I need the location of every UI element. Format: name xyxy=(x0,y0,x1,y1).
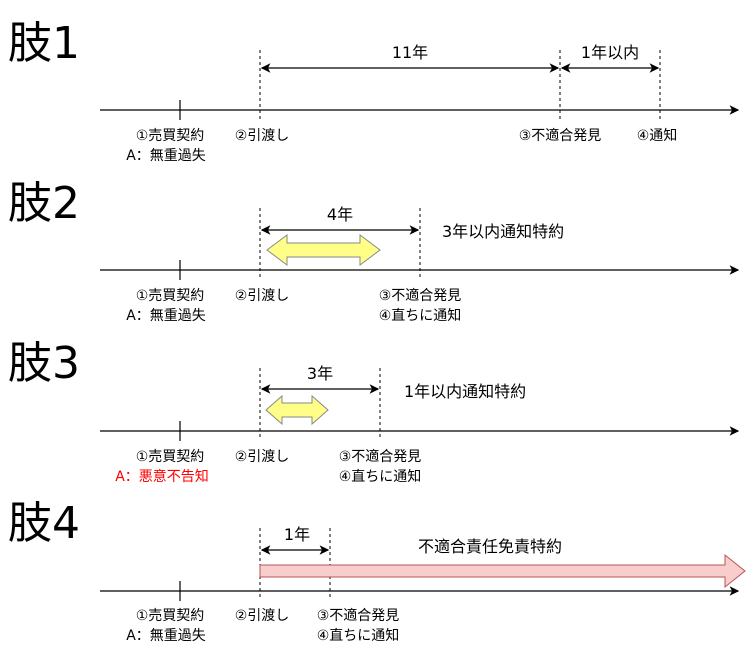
label-a-state: A：無重過失 xyxy=(126,628,206,644)
panel-title: 肢3 xyxy=(8,338,80,389)
label-notice: ④直ちに通知 xyxy=(339,468,422,485)
label-discovery: ③不適合発見 xyxy=(339,448,422,465)
label-delivery: ②引渡し xyxy=(235,128,290,144)
span-label: 1年以内 xyxy=(581,43,639,62)
label-notice: ④直ちに通知 xyxy=(317,627,400,644)
span-label: 1年 xyxy=(284,525,310,544)
label-discovery: ③不適合発見 xyxy=(379,287,462,304)
span-label: 4年 xyxy=(327,205,353,224)
label-notice: ④直ちに通知 xyxy=(379,307,462,324)
label-discovery: ③不適合発見 xyxy=(317,607,400,624)
span-label: 3年 xyxy=(307,364,333,383)
label-delivery: ②引渡し xyxy=(235,608,290,624)
label-contract: ①売買契約 xyxy=(136,449,205,465)
label-notice: ④通知 xyxy=(637,127,678,144)
label-a-state: A：無重過失 xyxy=(126,148,206,164)
label-contract: ①売買契約 xyxy=(136,288,205,304)
double-arrow-period xyxy=(266,234,381,266)
panel-title: 肢4 xyxy=(8,498,80,549)
exemption-arrow xyxy=(259,553,746,589)
clause-label: 3年以内通知特約 xyxy=(442,222,564,241)
double-arrow-period xyxy=(265,394,329,426)
label-discovery: ③不適合発見 xyxy=(519,127,602,144)
panel-1: 肢1 11年 1年以内 ①売買契約 A：無重過失 ②引渡し ③不適合発見 ④通知 xyxy=(8,18,740,164)
label-delivery: ②引渡し xyxy=(235,449,290,465)
panel-2: 肢2 4年 3年以内通知特約 ①売買契約 A：無重過失 ②引渡し ③不適合発見 … xyxy=(8,178,740,324)
panel-3: 肢3 3年 1年以内通知特約 ①売買契約 A：悪意不告知 ②引渡し ③不適合発見… xyxy=(8,338,740,485)
label-contract: ①売買契約 xyxy=(136,608,205,624)
label-a-state: A：無重過失 xyxy=(126,308,206,324)
panel-title: 肢1 xyxy=(8,18,80,69)
clause-label: 不適合責任免責特約 xyxy=(418,537,562,556)
panel-title: 肢2 xyxy=(8,178,80,229)
label-delivery: ②引渡し xyxy=(235,288,290,304)
span-label: 11年 xyxy=(392,43,428,62)
label-contract: ①売買契約 xyxy=(136,128,205,144)
panel-4: 肢4 1年 不適合責任免責特約 ①売買契約 A：無重過失 ②引渡し ③不適合発見… xyxy=(8,498,746,644)
label-a-state: A：悪意不告知 xyxy=(115,468,209,485)
clause-label: 1年以内通知特約 xyxy=(404,382,526,401)
